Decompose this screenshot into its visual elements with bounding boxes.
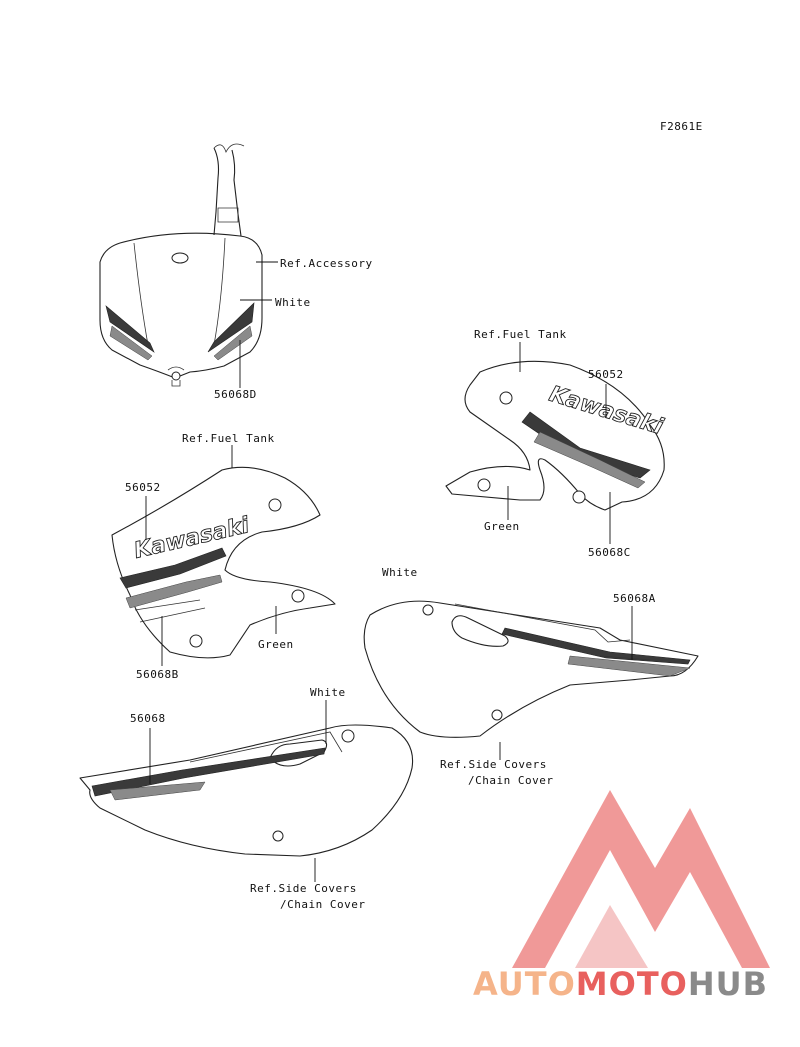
label-white-right-cover: White bbox=[382, 566, 418, 579]
front-number-plate bbox=[99, 143, 263, 387]
watermark-text: AUTOMOTOHUB bbox=[473, 965, 768, 1003]
watermark-auto: AUTO bbox=[473, 965, 576, 1003]
label-ref-fuel-tank-left: Ref.Fuel Tank bbox=[182, 432, 275, 445]
label-ref-fuel-tank-right: Ref.Fuel Tank bbox=[474, 328, 567, 341]
watermark-hub: HUB bbox=[688, 965, 768, 1003]
brand-decal-left: Kawasaki bbox=[132, 513, 252, 564]
label-56052-right: 56052 bbox=[588, 368, 624, 381]
label-ref-side-covers-right-2: /Chain Cover bbox=[468, 774, 553, 787]
label-ref-accessory: Ref.Accessory bbox=[280, 257, 373, 270]
right-side-cover bbox=[363, 600, 699, 738]
figure-code: F2861E bbox=[660, 120, 703, 133]
right-radiator-shroud: Kawasaki bbox=[445, 360, 666, 511]
left-radiator-shroud: Kawasaki bbox=[111, 466, 336, 659]
watermark-moto: MOTO bbox=[576, 965, 688, 1003]
label-56068: 56068 bbox=[130, 712, 166, 725]
label-white-front: White bbox=[275, 296, 311, 309]
watermark-logo-mark bbox=[512, 790, 770, 968]
label-56068C: 56068C bbox=[588, 546, 631, 559]
label-white-left-cover: White bbox=[310, 686, 346, 699]
label-56068A: 56068A bbox=[613, 592, 656, 605]
label-green-left: Green bbox=[258, 638, 294, 651]
label-56068D: 56068D bbox=[214, 388, 257, 401]
label-56052-left: 56052 bbox=[125, 481, 161, 494]
label-56068B: 56068B bbox=[136, 668, 179, 681]
label-ref-side-covers-left-2: /Chain Cover bbox=[280, 898, 365, 911]
label-green-right: Green bbox=[484, 520, 520, 533]
label-ref-side-covers-left-1: Ref.Side Covers bbox=[250, 882, 357, 895]
left-side-cover bbox=[79, 724, 414, 857]
label-ref-side-covers-right-1: Ref.Side Covers bbox=[440, 758, 547, 771]
